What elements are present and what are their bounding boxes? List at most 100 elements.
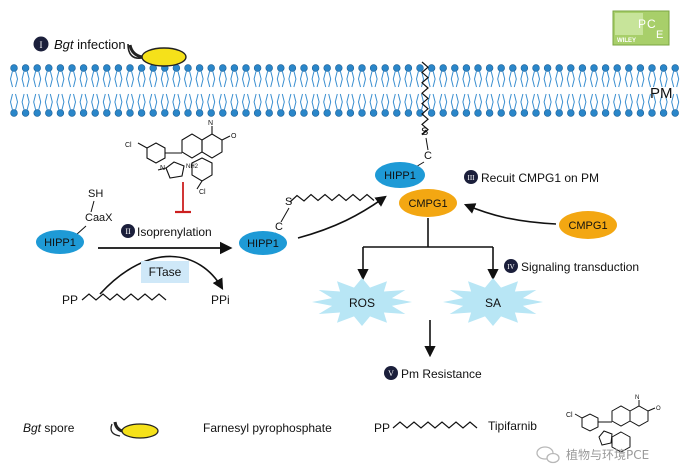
legend-spore-icon <box>110 421 159 439</box>
farnesyl-pp: PP <box>62 293 167 307</box>
svg-text:Cl: Cl <box>125 142 132 149</box>
svg-text:N: N <box>208 120 213 127</box>
lipid <box>381 64 390 117</box>
recruit-arrow <box>463 203 557 225</box>
lipid <box>613 64 622 117</box>
lipid <box>624 64 633 117</box>
svg-text:IV: IV <box>507 263 514 271</box>
legend-spore-text: spore <box>41 421 75 435</box>
plasma-membrane <box>9 64 680 117</box>
lipid <box>531 64 541 117</box>
lipid <box>392 64 401 117</box>
lipid <box>601 64 610 117</box>
ftase-label: FTase <box>149 265 182 279</box>
lipid <box>125 64 135 117</box>
lipid <box>485 64 494 117</box>
lipid <box>9 64 19 117</box>
legend-chain <box>392 421 478 429</box>
lipid <box>462 64 471 117</box>
sa-burst <box>443 278 543 326</box>
lipid <box>56 64 65 117</box>
ppi-label: PPi <box>211 293 230 307</box>
ros-burst <box>312 278 412 326</box>
lipid <box>172 64 181 117</box>
lipid <box>555 64 564 117</box>
step-2-isoprenylation: II Isoprenylation <box>121 224 212 239</box>
ros-label: ROS <box>349 296 375 310</box>
hipp1-label-left: HIPP1 <box>44 237 76 249</box>
svg-text:C: C <box>275 221 283 233</box>
lipid <box>218 64 227 117</box>
legend-cl: Cl <box>566 412 573 419</box>
step-4-text: Signaling transduction <box>521 260 639 274</box>
cmpg1-node-recruited <box>399 189 457 217</box>
sh-label: SH <box>88 188 103 200</box>
membrane-label: PM <box>650 85 673 102</box>
step-4-signaling: IV Signaling transduction <box>504 259 639 274</box>
journal-logo: P C E WILEY <box>612 10 670 46</box>
lipid <box>439 64 448 117</box>
lipid <box>323 64 332 117</box>
step-3-recruit: III Recuit CMPG1 on PM <box>464 170 599 185</box>
hipp1-prenylated: S C HIPP1 <box>239 193 375 255</box>
lipid <box>369 64 378 117</box>
legend-farnesyl: Farnesyl pyrophosphate <box>203 421 332 435</box>
lipid <box>265 64 274 117</box>
legend-o: O <box>656 406 661 412</box>
step-1-infection: I Bgt infection <box>33 36 126 52</box>
svg-text:NH2: NH2 <box>186 164 199 170</box>
lipid <box>149 64 158 117</box>
lipid <box>427 64 436 117</box>
lipid <box>102 64 111 117</box>
legend: Bgt spore Farnesyl pyrophosphate PP Tipi… <box>23 395 661 453</box>
lipid <box>543 64 552 117</box>
tipifarnib-structure <box>137 126 231 190</box>
lipid <box>497 64 506 117</box>
step-5-text: Pm Resistance <box>401 367 482 381</box>
svg-text:Bgt infection: Bgt infection <box>54 37 126 52</box>
wechat-icon <box>536 446 560 464</box>
svg-text:III: III <box>468 174 476 182</box>
lipid <box>334 64 343 117</box>
cmpg1-label-recruited: CMPG1 <box>408 198 447 210</box>
step-3-text: Recuit CMPG1 on PM <box>481 171 599 185</box>
hipp1-node-middle <box>239 231 287 255</box>
lipid <box>578 64 587 117</box>
watermark: 植物与环境PCE <box>536 446 649 464</box>
svg-text:C: C <box>424 150 432 162</box>
svg-text:S: S <box>285 196 292 208</box>
lipid <box>404 64 413 117</box>
tipifarnib-labels: Cl N O NH2 Cl N <box>125 120 237 196</box>
lipid <box>195 64 204 117</box>
lipid <box>160 64 169 117</box>
lipid <box>671 64 680 117</box>
svg-text:O: O <box>231 133 237 140</box>
inhibition-marker <box>175 182 191 214</box>
svg-text:S: S <box>421 126 428 138</box>
lipid <box>508 64 517 117</box>
lipid <box>659 64 668 117</box>
step-1-badge <box>33 36 49 52</box>
lipid <box>253 64 262 117</box>
lipid <box>415 64 425 117</box>
watermark-text: 植物与环境PCE <box>566 447 649 462</box>
hipp1-substrate: SH CaaX HIPP1 <box>36 188 113 254</box>
lipid <box>311 64 320 117</box>
lipid <box>288 64 297 117</box>
lipid <box>357 64 367 117</box>
svg-text:Cl: Cl <box>199 189 206 196</box>
svg-text:P: P <box>638 17 646 31</box>
sa-label: SA <box>485 296 501 310</box>
lipid <box>114 64 123 117</box>
lipid <box>647 64 657 117</box>
lipid <box>241 64 251 117</box>
legend-tipifarnib: Tipifarnib <box>488 419 537 433</box>
lipid <box>276 64 285 117</box>
lipid <box>137 64 146 117</box>
svg-text:E: E <box>656 29 663 41</box>
step-1-bgt: Bgt <box>54 37 75 52</box>
step-1-text: infection <box>74 37 126 52</box>
pp-to-ppi-arrow <box>99 255 224 295</box>
